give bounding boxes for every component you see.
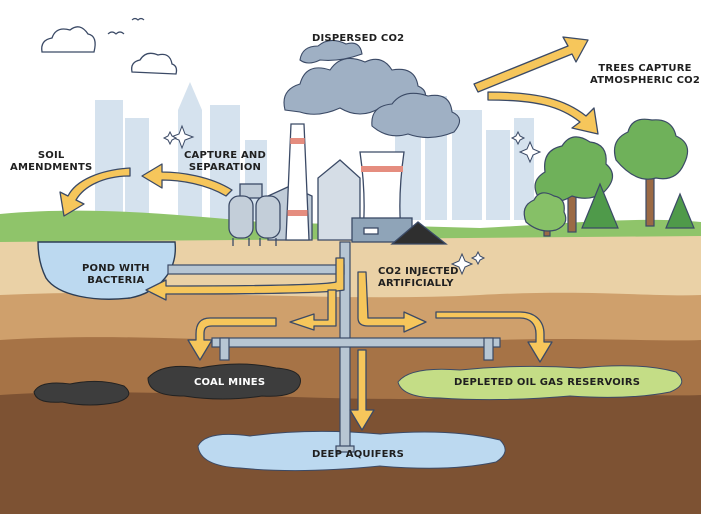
arrow-right-far [435,311,553,363]
label-capture-separation-line1: CAPTURE AND [184,150,266,161]
co2-smoke [283,39,461,139]
bird-icon [107,17,145,35]
sparkle-icon [162,124,542,276]
label-pond-line2: BACTERIA [87,275,145,286]
label-trees-capture-line2: ATMOSPHERIC CO2 [590,75,701,86]
arrow-right-mid [357,271,427,333]
label-dispersed-co2: DISPERSED CO2 [312,33,405,44]
cloud-icon [41,26,178,75]
label-capture-separation: CAPTURE AND SEPARATION [184,150,266,174]
label-co2-injected-line1: CO2 INJECTED [378,266,459,277]
label-soil-amendments-line1: SOIL [37,150,65,161]
label-capture-separation-line2: SEPARATION [188,162,262,173]
label-trees-capture-line1: TREES CAPTURE [598,63,692,74]
arrow-down-aquifer [349,349,375,431]
co2-flow-arrows [59,36,599,431]
label-co2-injected-line2: ARTIFICIALLY [378,278,454,289]
capture-tanks [228,195,281,246]
arrow-left-mid [289,289,337,331]
label-co2-injected: CO2 INJECTED ARTIFICIALLY [378,266,459,290]
label-pond-line1: POND WITH [82,263,150,274]
arrow-capture [141,163,233,197]
injection-pipes [167,241,501,453]
label-deep-aquifers: DEEP AQUIFERS [312,449,405,460]
tree-icon [523,118,695,237]
arrow-to-trees [487,91,599,135]
arrow-left-far [187,317,277,361]
coal-deposit [147,363,301,400]
arrow-soil [59,167,131,217]
label-soil-amendments: SOIL AMENDMENTS [10,150,92,174]
reservoir-deposit [397,365,683,401]
coal-deposit-small [33,380,130,406]
label-pond: POND WITH BACTERIA [82,263,150,287]
arrow-up-right [473,36,589,93]
label-depleted-reservoirs: DEPLETED OIL GAS RESERVOIRS [454,377,641,388]
factory [239,123,448,245]
label-coal-mines: COAL MINES [194,377,266,388]
arrow-pond [145,257,345,301]
label-soil-amendments-line2: AMENDMENTS [10,162,93,173]
label-trees-capture: TREES CAPTURE ATMOSPHERIC CO2 [590,63,700,87]
